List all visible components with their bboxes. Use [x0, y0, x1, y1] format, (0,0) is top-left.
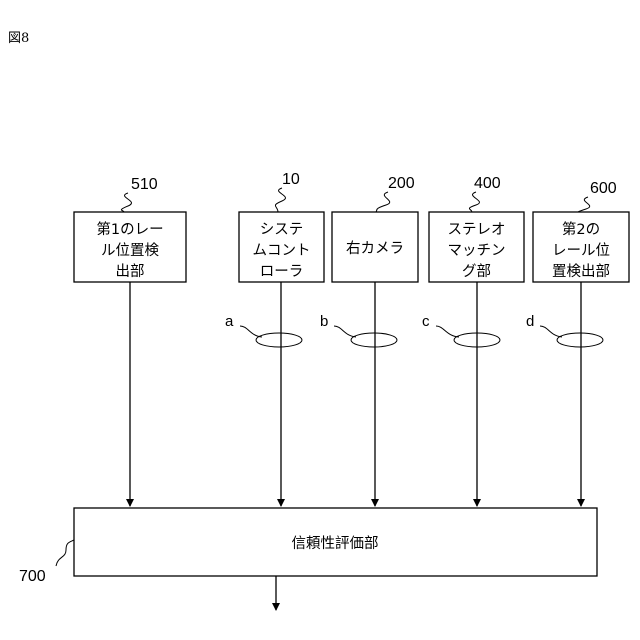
figure-label: 図8: [8, 31, 29, 46]
signal-d-label: d: [526, 313, 534, 330]
block-rail2-line-2: レール位: [552, 242, 610, 259]
leader-10: [275, 188, 285, 212]
ref-700: 700: [19, 568, 46, 585]
signal-a-label: a: [225, 313, 234, 330]
block-right-camera: 右カメラ 200: [332, 175, 418, 282]
ref-400: 400: [474, 175, 501, 192]
leader-200: [376, 192, 390, 212]
signal-a-leader: [240, 326, 262, 337]
signal-c: c: [422, 313, 500, 347]
ref-10: 10: [282, 171, 300, 188]
block-rail1-line-3: 出部: [116, 263, 145, 280]
signal-b-ellipse: [351, 333, 397, 347]
signal-d-leader: [540, 326, 562, 337]
block-rail2: 第2の レール位 置検出部 600: [533, 180, 629, 282]
block-rail2-line-1: 第2の: [562, 220, 600, 238]
signal-a-ellipse: [256, 333, 302, 347]
leader-600: [579, 197, 590, 212]
block-controller-line-2: ムコント: [253, 243, 311, 259]
block-stereo-line-3: グ部: [462, 263, 491, 280]
block-rail1-line-1: 第1のレー: [96, 220, 163, 238]
ref-600: 600: [590, 180, 617, 197]
ref-200: 200: [388, 175, 415, 192]
block-controller-line-3: ローラ: [260, 264, 304, 280]
leader-510: [121, 193, 131, 212]
block-stereo-line-1: ステレオ: [448, 222, 506, 238]
block-evaluator: 信頼性評価部 700: [19, 508, 597, 585]
block-rail1-line-2: ル位置検: [101, 242, 159, 259]
block-stereo-line-2: マッチン: [448, 243, 506, 259]
block-rail2-line-3: 置検出部: [552, 263, 610, 280]
leader-700: [56, 540, 74, 566]
leader-400: [469, 192, 479, 212]
signal-b-leader: [334, 326, 356, 337]
block-stereo: ステレオ マッチン グ部 400: [429, 175, 524, 282]
block-controller-line-1: システ: [260, 222, 304, 238]
block-controller: システ ムコント ローラ 10: [239, 171, 324, 282]
signal-d-ellipse: [557, 333, 603, 347]
signal-c-label: c: [422, 313, 430, 330]
block-rail1: 第1のレー ル位置検 出部 510: [74, 176, 186, 282]
signal-b: b: [320, 313, 397, 347]
signal-a: a: [225, 313, 302, 347]
signal-b-label: b: [320, 313, 328, 330]
ref-510: 510: [131, 176, 158, 193]
block-right-camera-line-1: 右カメラ: [346, 240, 404, 257]
signal-d: d: [526, 313, 603, 347]
block-evaluator-line-1: 信頼性評価部: [292, 535, 379, 552]
signal-c-leader: [436, 326, 459, 337]
